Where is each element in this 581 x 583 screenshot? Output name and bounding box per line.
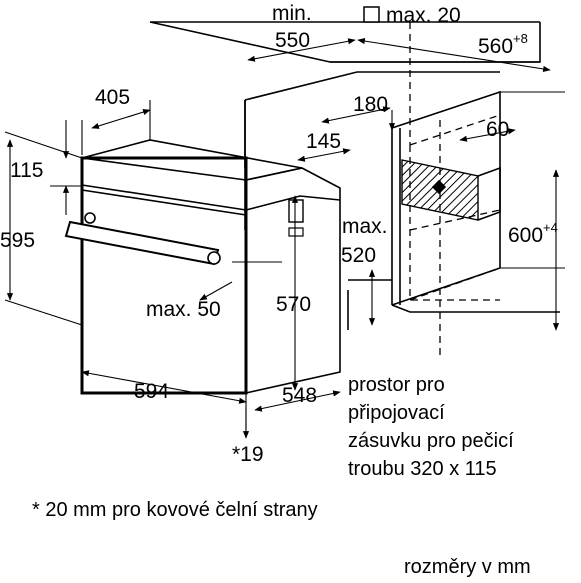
max-20-square-icon (363, 6, 380, 23)
dim-548-label: 548 (282, 384, 317, 407)
dim-405-label: 405 (95, 86, 130, 109)
niche-width-label: 560+8 (478, 31, 528, 58)
dim-595-label: 595 (0, 229, 35, 252)
dim-145-label: 145 (306, 130, 341, 153)
oven-body (64, 139, 341, 395)
max-20-label: max. 20 (386, 4, 461, 27)
dim-115-label: 115 (10, 159, 43, 182)
socket-note-line-2: připojovací (348, 402, 445, 424)
max-520-value: 520 (341, 244, 376, 267)
socket-marker (431, 179, 447, 195)
socket-note-line-4: troubu 320 x 115 (348, 458, 497, 480)
dim-594-label: 594 (134, 380, 169, 403)
dim-19-label: *19 (232, 443, 264, 466)
dim-60-label: 60 (486, 118, 509, 141)
min-label: min. (272, 2, 312, 25)
dim-180-label: 180 (353, 93, 388, 116)
oven-handle (64, 220, 220, 266)
dim-600-label: 600+4 (508, 220, 558, 247)
socket-note-line-3: zásuvku pro pečicí (348, 430, 514, 452)
max-50-label: max. 50 (146, 298, 221, 321)
socket-space (401, 114, 501, 360)
socket-note-line-1: prostor pro (348, 374, 445, 396)
footnote: * 20 mm pro kovové čelní strany (32, 499, 318, 521)
max-520-label: max. (342, 215, 388, 238)
min-550-label: 550 (275, 29, 310, 52)
units-note: rozměry v mm (404, 556, 531, 578)
dim-570-label: 570 (276, 293, 311, 316)
dimension-lines (4, 22, 560, 439)
